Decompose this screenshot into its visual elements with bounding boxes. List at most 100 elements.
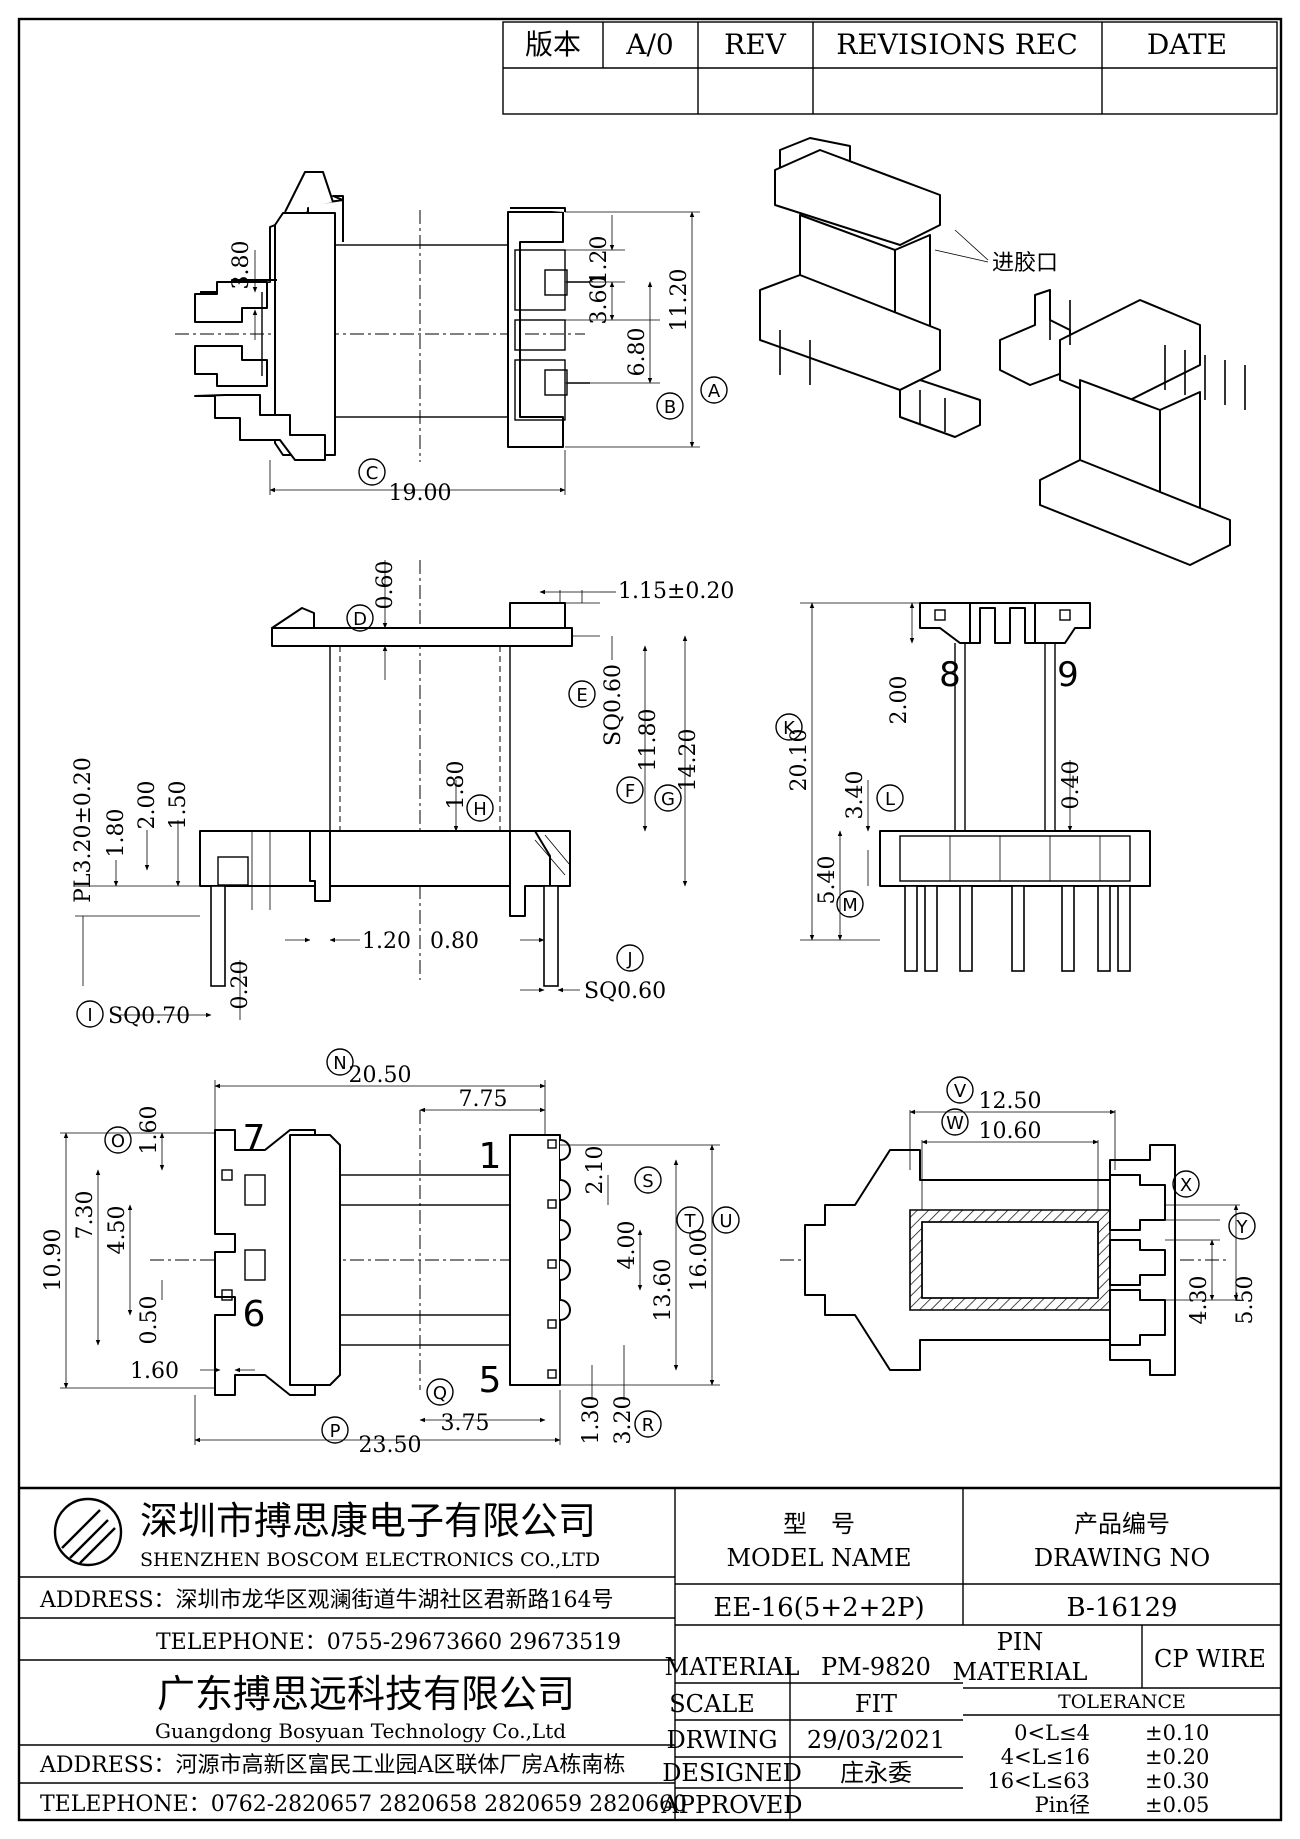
drawing-date-value: 29/03/2021 bbox=[807, 1726, 945, 1754]
dim-1.80-h: 1.80 bbox=[444, 761, 469, 810]
svg-text:S: S bbox=[642, 1171, 653, 1192]
svg-text:O: O bbox=[111, 1131, 125, 1152]
dim-4.00: 4.00 bbox=[615, 1221, 640, 1270]
revision-block: 版本 A/0 REV REVISIONS REC DATE bbox=[502, 21, 1278, 115]
svg-text:Q: Q bbox=[433, 1383, 447, 1404]
svg-text:V: V bbox=[954, 1081, 967, 1102]
dim-23.50: 23.50 bbox=[359, 1433, 422, 1458]
dim-7.30: 7.30 bbox=[73, 1191, 98, 1240]
dim-3.80: 3.80 bbox=[229, 241, 254, 290]
bottom-view: 7 1 6 5 20.50 7.75 N 10.90 7.30 4.50 1.6… bbox=[41, 1048, 740, 1458]
tolerance-title: TOLERANCE bbox=[1058, 1691, 1186, 1713]
address-1: ADDRESS：深圳市龙华区观澜街道牛湖社区君新路164号 bbox=[39, 1588, 614, 1613]
balloon-p: P bbox=[321, 1416, 349, 1444]
dim-3.60: 3.60 bbox=[587, 276, 612, 325]
telephone-1: TELEPHONE：0755-29673660 29673519 bbox=[156, 1630, 621, 1655]
iso-view-2 bbox=[999, 289, 1246, 566]
balloon-q: Q bbox=[426, 1378, 454, 1406]
dim-1.30: 1.30 bbox=[579, 1396, 604, 1445]
dim-0.40: 0.40 bbox=[1059, 761, 1084, 810]
balloon-e: E bbox=[568, 680, 596, 708]
svg-text:Y: Y bbox=[1236, 1217, 1249, 1238]
dim-1.80-pl: 1.80 bbox=[104, 809, 129, 858]
gate-label: 进胶口 bbox=[992, 251, 1058, 276]
svg-text:D: D bbox=[353, 609, 367, 630]
pin-number-8: 8 bbox=[939, 655, 961, 695]
drawing-number: B-16129 bbox=[1066, 1593, 1177, 1623]
iso-view-1: 进胶口 bbox=[759, 137, 1058, 438]
pin-number-1: 1 bbox=[479, 1136, 502, 1177]
dim-4.30: 4.30 bbox=[1187, 1276, 1212, 1325]
dim-10.60: 10.60 bbox=[979, 1119, 1042, 1144]
balloon-w: W bbox=[941, 1108, 969, 1136]
dim-7.75: 7.75 bbox=[459, 1087, 508, 1112]
svg-text:G: G bbox=[661, 789, 675, 810]
material-value: PM-9820 bbox=[821, 1653, 931, 1681]
pin-material-label-1: PIN bbox=[997, 1628, 1044, 1656]
balloon-a: A bbox=[700, 376, 728, 404]
dim-1.20-top: 1.20 bbox=[587, 236, 612, 285]
dim-19.00: 19.00 bbox=[389, 481, 452, 506]
balloon-h: H bbox=[466, 794, 494, 822]
balloon-s: S bbox=[634, 1166, 662, 1194]
version-label: 版本 bbox=[525, 28, 581, 61]
svg-text:C: C bbox=[366, 463, 379, 484]
company-logo bbox=[53, 1497, 123, 1567]
dim-2.00-pl: 2.00 bbox=[135, 781, 160, 830]
revisions-label: REVISIONS REC bbox=[836, 28, 1078, 61]
dim-5.40: 5.40 bbox=[815, 856, 840, 905]
dim-1.60-b: 1.60 bbox=[130, 1359, 179, 1384]
svg-text:U: U bbox=[719, 1211, 732, 1232]
dim-3.20: 3.20 bbox=[611, 1396, 636, 1445]
front-view: 1.15±0.20 0.60 SQ0.60 11.80 14.20 1.80 P… bbox=[71, 560, 734, 1029]
svg-text:N: N bbox=[333, 1053, 346, 1074]
tolerance-value: ±0.10 bbox=[1145, 1721, 1209, 1745]
material-label: MATERIAL bbox=[665, 1653, 800, 1681]
balloon-g: G bbox=[654, 784, 682, 812]
svg-text:A: A bbox=[708, 381, 721, 402]
drawing-frame bbox=[17, 17, 1283, 1822]
top-view-dims: 3.80 1.20 3.60 6.80 11.20 A B 19.00 C bbox=[229, 211, 728, 506]
svg-text:J: J bbox=[626, 949, 632, 970]
dim-pl3.20: PL3.20±0.20 bbox=[71, 757, 96, 903]
address-2: ADDRESS：河源市高新区富民工业园A区联体厂房A栋南栋 bbox=[39, 1753, 625, 1778]
scale-label: SCALE bbox=[669, 1690, 755, 1718]
balloon-o: O bbox=[104, 1126, 132, 1154]
dim-14.20: 14.20 bbox=[676, 729, 701, 792]
svg-text:X: X bbox=[1180, 1175, 1192, 1196]
svg-text:M: M bbox=[842, 895, 858, 916]
dim-11.20: 11.20 bbox=[667, 269, 692, 332]
pin-number-5: 5 bbox=[479, 1360, 502, 1401]
dim-2.10: 2.10 bbox=[583, 1146, 608, 1195]
section-view: 12.50 10.60 V W 4.30 5.50 X Y bbox=[780, 1076, 1258, 1376]
dim-11.80: 11.80 bbox=[636, 709, 661, 772]
dim-1.20: 1.20 bbox=[362, 929, 411, 954]
approved-label: APPROVED bbox=[660, 1791, 802, 1819]
balloon-x: X bbox=[1172, 1170, 1200, 1198]
model-value: EE-16(5+2+2P) bbox=[713, 1593, 924, 1623]
balloon-k: K bbox=[775, 713, 803, 741]
svg-text:L: L bbox=[885, 789, 895, 810]
dim-3.75: 3.75 bbox=[441, 1411, 490, 1436]
tolerance-value: ±0.30 bbox=[1145, 1769, 1209, 1793]
tolerance-value: ±0.05 bbox=[1145, 1793, 1209, 1817]
tolerance-range: 0<L≤4 bbox=[1014, 1721, 1090, 1745]
svg-text:H: H bbox=[473, 799, 487, 820]
company-name-cn: 深圳市搏思康电子有限公司 bbox=[140, 1499, 596, 1543]
dim-0.50: 0.50 bbox=[137, 1296, 162, 1345]
balloon-u: U bbox=[712, 1206, 740, 1234]
svg-text:T: T bbox=[684, 1211, 697, 1232]
top-view bbox=[175, 171, 590, 462]
balloon-c: C bbox=[358, 458, 386, 486]
dim-12.50: 12.50 bbox=[979, 1089, 1042, 1114]
svg-text:R: R bbox=[642, 1415, 655, 1436]
svg-text:W: W bbox=[946, 1113, 964, 1134]
balloon-i: I bbox=[76, 1000, 104, 1028]
dim-20.50: 20.50 bbox=[349, 1063, 412, 1088]
dim-0.80: 0.80 bbox=[430, 929, 479, 954]
pin-number-6: 6 bbox=[243, 1294, 266, 1335]
dim-sq0.60-j: SQ0.60 bbox=[584, 979, 666, 1004]
tolerance-table: 0<L≤4 ±0.10 4<L≤16 ±0.20 16<L≤63 ±0.30 P… bbox=[987, 1721, 1209, 1817]
balloon-j: J bbox=[616, 944, 644, 972]
